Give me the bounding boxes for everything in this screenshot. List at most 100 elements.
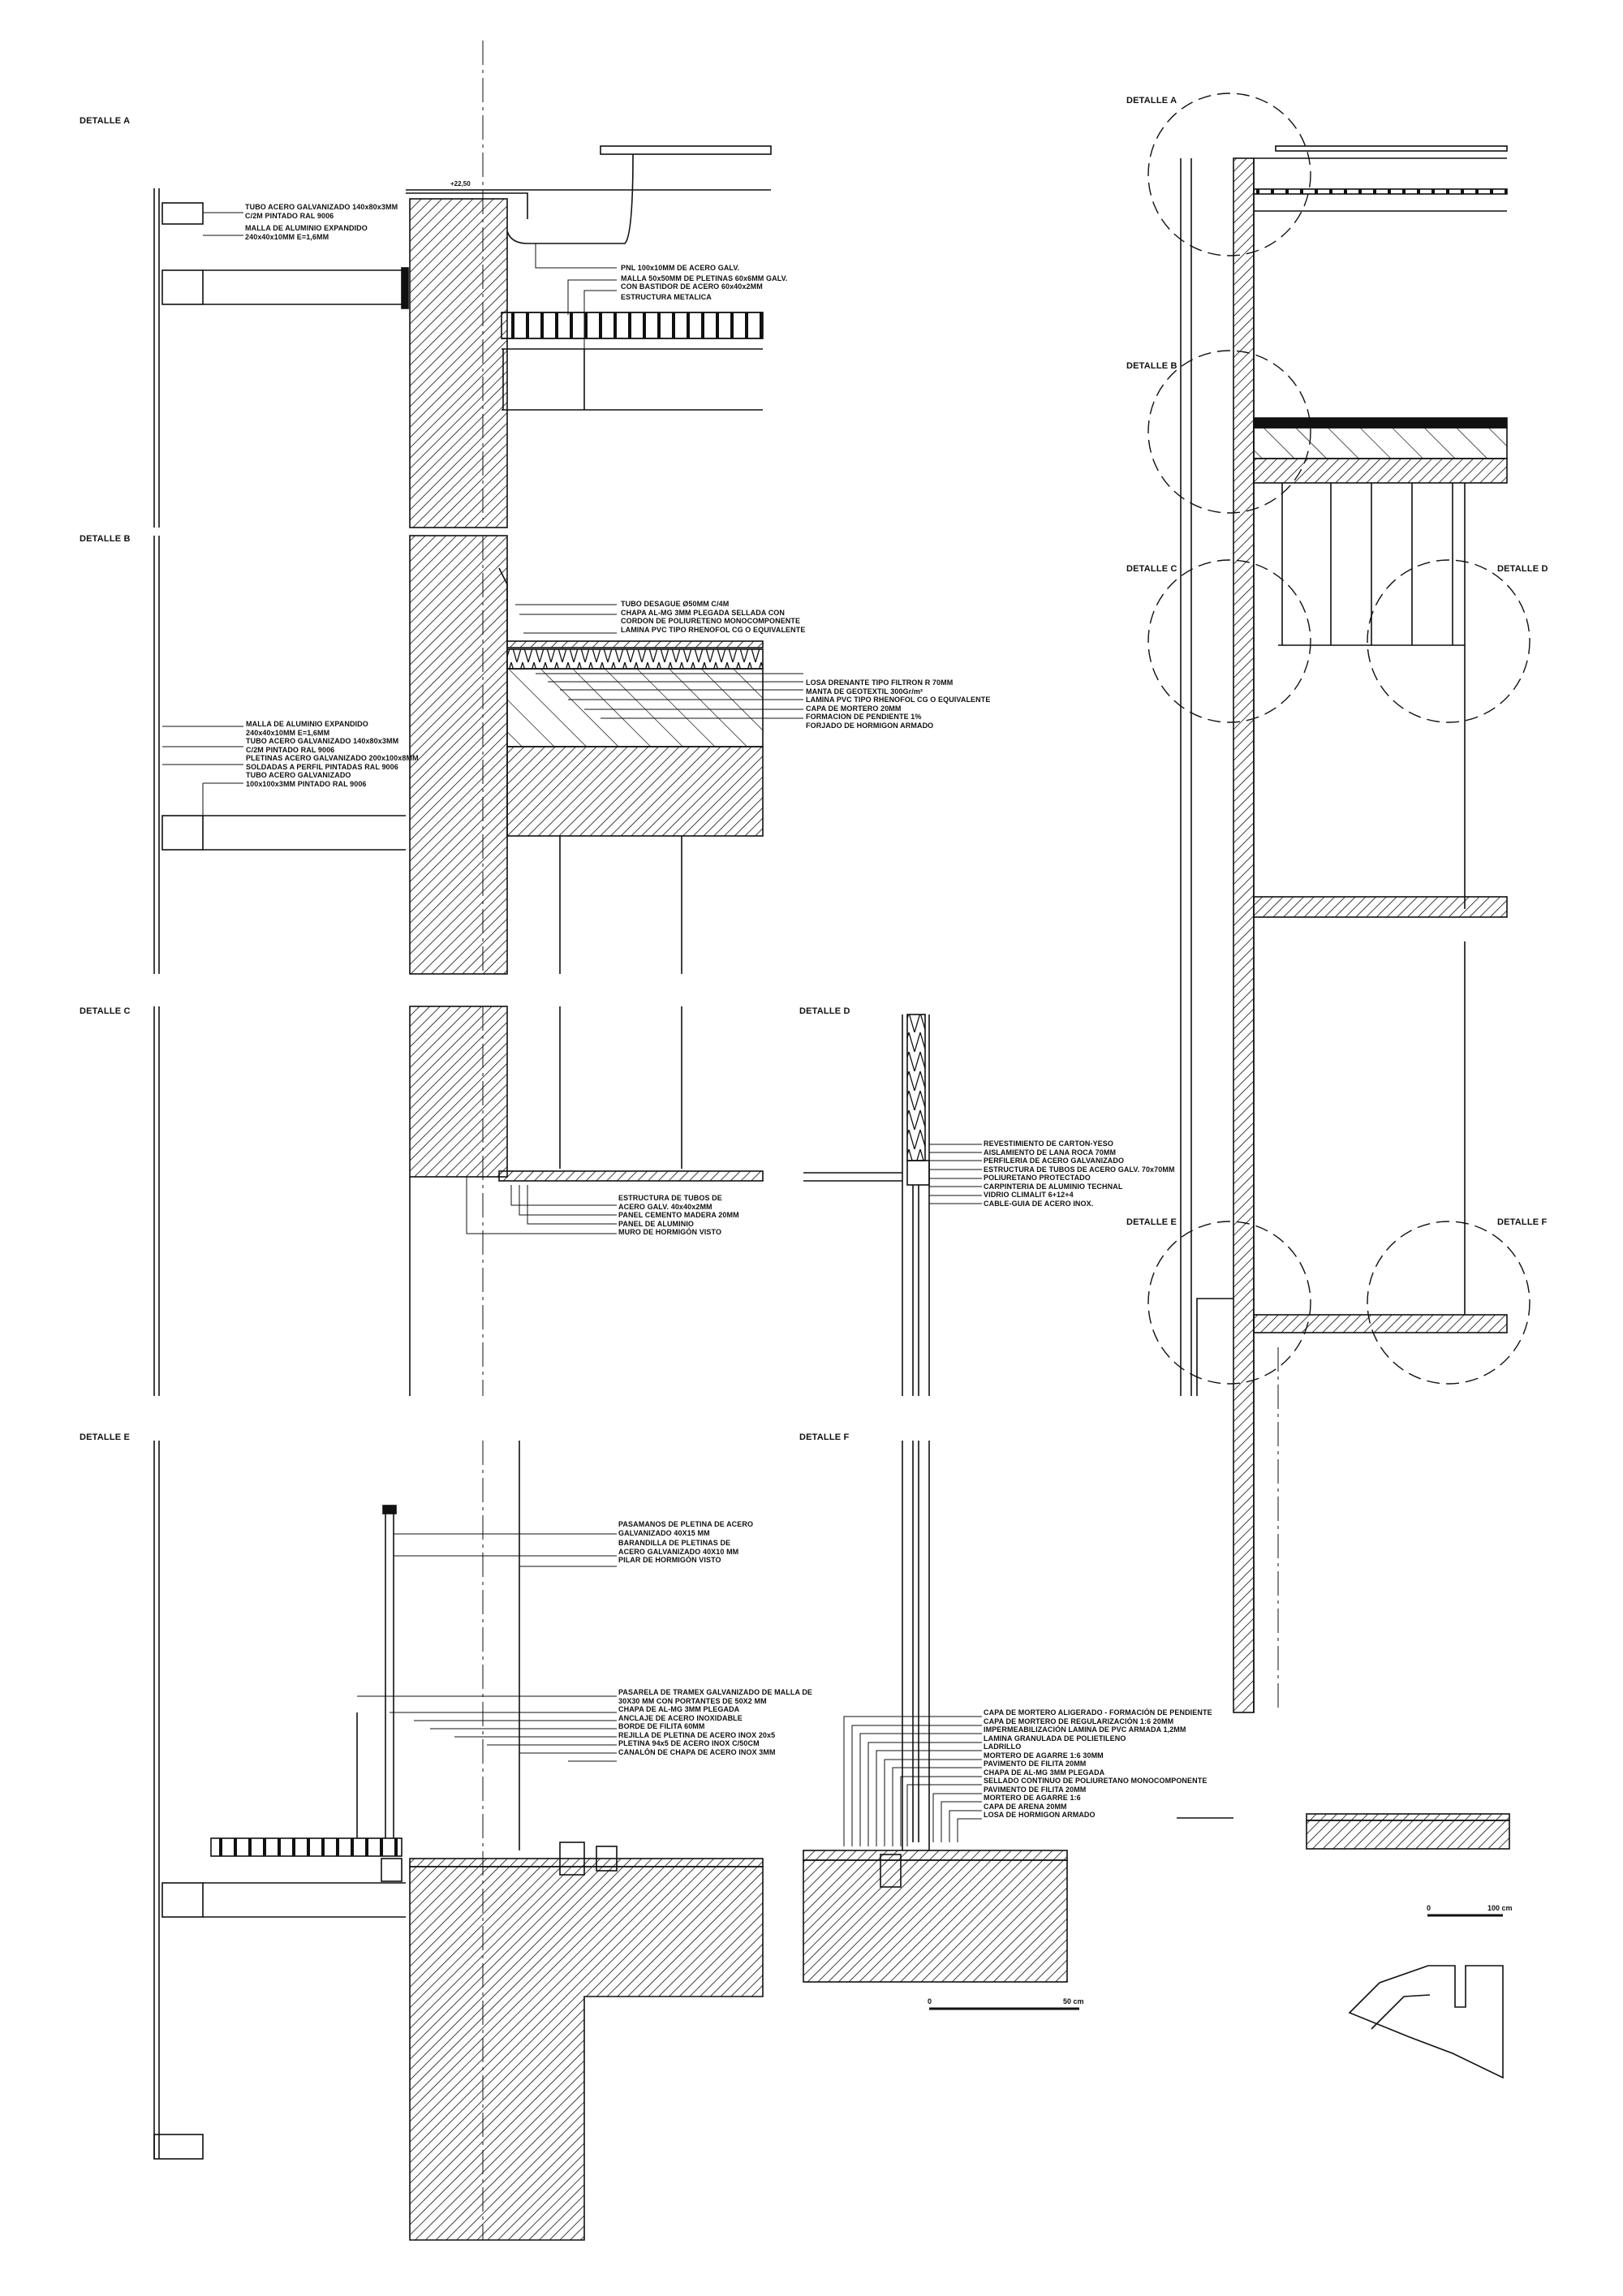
- annotation: CAPA DE MORTERO DE REGULARIZACIÓN 1:6 20…: [984, 1717, 1174, 1725]
- annotation: PAVIMENTO DE FILITA 20MM: [984, 1760, 1087, 1768]
- key-plan-icon: [1348, 1965, 1504, 2079]
- annotation: PLETINA 94x5 DE ACERO INOX C/50CM: [618, 1739, 760, 1747]
- annotation: FORJADO DE HORMIGON ARMADO: [806, 721, 934, 730]
- annotation: BARANDILLA DE PLETINAS DE: [618, 1539, 731, 1547]
- annotation: CHAPA AL-MG 3MM PLEGADA SELLADA CON: [621, 608, 785, 617]
- overall-scale-end-label: 100 cm: [1487, 1904, 1513, 1912]
- detail-callout-circles: [1147, 93, 1530, 1385]
- annotation: MANTA DE GEOTEXTIL 300Gr/m²: [806, 687, 923, 696]
- detail-d-labels: REVESTIMIENTO DE CARTON-YESO AISLAMIENTO…: [984, 1139, 1175, 1208]
- annotation: PILAR DE HORMIGÓN VISTO: [618, 1556, 721, 1564]
- callout-label-f: DETALLE F: [1497, 1217, 1548, 1227]
- annotation: CHAPA DE AL-MG 3MM PLEGADA: [618, 1705, 740, 1713]
- callout-circle-f: [1367, 1221, 1530, 1385]
- annotation: 100x100x3MM PINTADO RAL 9006: [246, 779, 367, 788]
- annotation: LAMINA PVC TIPO RHENOFOL CG O EQUIVALENT…: [621, 625, 806, 634]
- detail-a-left-labels: TUBO ACERO GALVANIZADO 140x80x3MM C/2M P…: [245, 203, 398, 241]
- callout-circle-d: [1367, 559, 1530, 723]
- annotation: TUBO DESAGUE Ø50MM C/4M: [621, 600, 730, 608]
- annotation: 30X30 MM CON PORTANTES DE 50X2 MM: [618, 1696, 767, 1705]
- detail-a-title: DETALLE A: [80, 116, 131, 126]
- detail-b-drawing: [153, 535, 803, 975]
- annotation: SELLADO CONTINUO DE POLIURETANO MONOCOMP…: [984, 1777, 1208, 1785]
- annotation: LADRILLO: [984, 1742, 1022, 1751]
- callout-label-a: DETALLE A: [1126, 96, 1177, 106]
- annotation: CON BASTIDOR DE ACERO 60x40x2MM: [621, 282, 763, 291]
- detail-d-title: DETALLE D: [799, 1006, 850, 1016]
- detail-f-title: DETALLE F: [799, 1432, 850, 1442]
- annotation: TUBO ACERO GALVANIZADO 140x80x3MM: [246, 737, 399, 745]
- annotation: CARPINTERIA DE ALUMINIO TECHNAL: [984, 1182, 1123, 1191]
- annotation: LOSA DE HORMIGON ARMADO: [984, 1811, 1096, 1819]
- annotation: CAPA DE MORTERO 20MM: [806, 704, 902, 713]
- annotation: TUBO ACERO GALVANIZADO 140x80x3MM: [245, 203, 398, 211]
- annotation: REJILLA DE PLETINA DE ACERO INOX 20x5: [618, 1730, 776, 1739]
- annotation: C/2M PINTADO RAL 9006: [246, 745, 335, 754]
- detail-c-drawing: [153, 1006, 764, 1396]
- annotation: ESTRUCTURA DE TUBOS DE ACERO GALV. 70x70…: [984, 1165, 1175, 1174]
- annotation: PNL 100x10MM DE ACERO GALV.: [621, 264, 740, 272]
- overall-section-drawing: [1147, 93, 1530, 2079]
- callout-label-d: DETALLE D: [1497, 564, 1548, 574]
- annotation: FORMACION DE PENDIENTE 1%: [806, 713, 922, 721]
- detail-b-top-labels: TUBO DESAGUE Ø50MM C/4M CHAPA AL-MG 3MM …: [621, 600, 805, 634]
- annotation: CANALÓN DE CHAPA DE ACERO INOX 3MM: [618, 1747, 776, 1756]
- annotation: CHAPA DE AL-MG 3MM PLEGADA: [984, 1768, 1105, 1777]
- annotation: PAVIMENTO DE FILITA 20MM: [984, 1785, 1087, 1794]
- annotation: TUBO ACERO GALVANIZADO: [246, 771, 351, 779]
- overall-scale-start-label: 0: [1427, 1904, 1431, 1912]
- level-mark: +22,50: [450, 180, 471, 187]
- callout-label-e: DETALLE E: [1126, 1217, 1177, 1227]
- scale-start-label: 0: [928, 1997, 932, 2005]
- detail-f-drawing: [803, 1441, 1079, 2010]
- annotation: MALLA 50x50MM DE PLETINAS 60x6MM GALV.: [621, 274, 788, 282]
- detail-b-title: DETALLE B: [80, 534, 131, 544]
- annotation: LOSA DRENANTE TIPO FILTRON R 70MM: [806, 678, 954, 687]
- callout-circle-c: [1147, 559, 1311, 723]
- annotation: CAPA DE MORTERO ALIGERADO - FORMACIÓN DE…: [984, 1708, 1212, 1717]
- annotation: ESTRUCTURA METALICA: [621, 292, 712, 301]
- callout-circle-a: [1147, 93, 1311, 256]
- annotation: CORDON DE POLIURETENO MONOCOMPONENTE: [621, 617, 801, 625]
- annotation: POLIURETANO PROTECTADO: [984, 1174, 1091, 1182]
- annotation: MURO DE HORMIGÓN VISTO: [618, 1228, 722, 1236]
- annotation: PANEL CEMENTO MADERA 20MM: [618, 1211, 739, 1219]
- detail-e-floor-labels: PASARELA DE TRAMEX GALVANIZADO DE MALLA …: [618, 1688, 812, 1756]
- annotation: PLETINAS ACERO GALVANIZADO 200x100x8MM: [246, 754, 419, 762]
- detail-b-roof-labels: LOSA DRENANTE TIPO FILTRON R 70MM MANTA …: [806, 678, 990, 730]
- annotation: SOLDADAS A PERFIL PINTADAS RAL 9006: [246, 762, 398, 771]
- annotation: ACERO GALV. 40x40x2MM: [618, 1202, 712, 1211]
- annotation: ACERO GALVANIZADO 40X10 MM: [618, 1547, 739, 1556]
- annotation: ANCLAJE DE ACERO INOXIDABLE: [618, 1713, 743, 1722]
- detail-a-drawing: [153, 41, 772, 528]
- annotation: BORDE DE FILITA 60MM: [618, 1722, 705, 1730]
- callout-label-b: DETALLE B: [1126, 361, 1177, 371]
- annotation: PERFILERIA DE ACERO GALVANIZADO: [984, 1157, 1125, 1165]
- callout-circle-e: [1147, 1221, 1311, 1385]
- annotation: LAMINA GRANULADA DE POLIETILENO: [984, 1734, 1126, 1742]
- annotation: MORTERO DE AGARRE 1:6 30MM: [984, 1751, 1104, 1760]
- detail-a-right-labels: PNL 100x10MM DE ACERO GALV. MALLA 50x50M…: [621, 264, 788, 301]
- detail-c-title: DETALLE C: [80, 1006, 131, 1016]
- annotation: 240x40x10MM E=1,6MM: [245, 232, 329, 241]
- annotation: GALVANIZADO 40X15 MM: [618, 1528, 710, 1537]
- annotation: PASAMANOS DE PLETINA DE ACERO: [618, 1520, 754, 1528]
- annotation: MORTERO DE AGARRE 1:6: [984, 1794, 1081, 1802]
- annotation: AISLAMIENTO DE LANA ROCA 70MM: [984, 1148, 1117, 1157]
- detail-e-drawing: [153, 1441, 764, 2241]
- annotation: CABLE-GUIA DE ACERO INOX.: [984, 1199, 1094, 1208]
- scale-end-label: 50 cm: [1063, 1997, 1084, 2005]
- annotation: IMPERMEABILIZACIÓN LAMINA DE PVC ARMADA …: [984, 1725, 1186, 1734]
- annotation: LAMINA PVC TIPO RHENOFOL CG O EQUIVALENT…: [806, 696, 991, 704]
- detail-e-railing-labels: PASAMANOS DE PLETINA DE ACERO GALVANIZAD…: [618, 1520, 753, 1565]
- annotation: MALLA DE ALUMINIO EXPANDIDO: [245, 224, 368, 232]
- detail-c-labels: ESTRUCTURA DE TUBOS DE ACERO GALV. 40x40…: [618, 1194, 739, 1237]
- annotation: MALLA DE ALUMINIO EXPANDIDO: [246, 720, 368, 728]
- annotation: VIDRIO CLIMALIT 6+12+4: [984, 1191, 1074, 1199]
- callout-label-c: DETALLE C: [1126, 564, 1177, 574]
- annotation: PANEL DE ALUMINIO: [618, 1219, 695, 1228]
- detail-e-title: DETALLE E: [80, 1432, 131, 1442]
- annotation: 240x40x10MM E=1,6MM: [246, 728, 330, 737]
- detail-f-labels: CAPA DE MORTERO ALIGERADO - FORMACIÓN DE…: [984, 1708, 1212, 1820]
- annotation: C/2M PINTADO RAL 9006: [245, 211, 334, 220]
